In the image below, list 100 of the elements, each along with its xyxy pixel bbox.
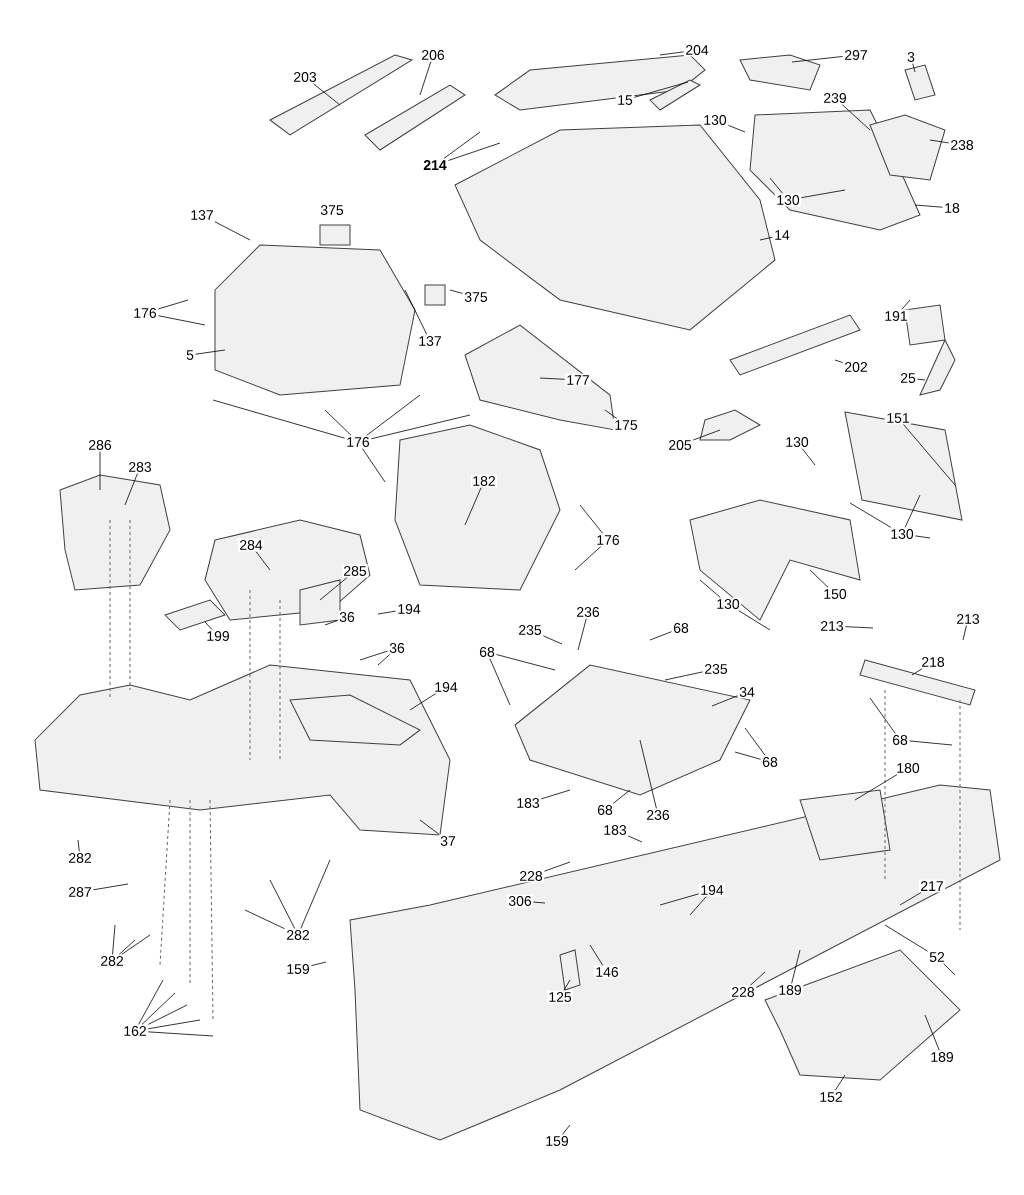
leader-line (884, 924, 928, 952)
leader-line (539, 377, 565, 380)
callout-number: 238 (948, 138, 976, 152)
callout-number: 228 (517, 869, 545, 883)
callout-number: 14 (772, 228, 792, 242)
leader-line (915, 535, 931, 539)
callout-number: 235 (702, 662, 730, 676)
leader-line (544, 861, 571, 872)
callout-number: 162 (121, 1024, 149, 1038)
leader-line (869, 697, 896, 734)
callout-number: 68 (760, 755, 780, 769)
leader-line (639, 739, 657, 809)
callout-number: 130 (714, 597, 742, 611)
callout-number: 3 (905, 50, 917, 64)
callout-number: 68 (890, 733, 910, 747)
leader-line (419, 61, 432, 96)
leader-line (728, 124, 746, 133)
callout-number: 151 (884, 411, 912, 425)
leader-line (914, 204, 943, 208)
leader-line (300, 859, 331, 929)
callout-number: 189 (776, 983, 804, 997)
callout-number: 130 (888, 527, 916, 541)
leader-line (579, 504, 604, 534)
leader-line (689, 896, 707, 916)
callout-number: 282 (98, 954, 126, 968)
callout-number: 130 (783, 435, 811, 449)
leader-line (834, 359, 843, 363)
leader-line (744, 727, 766, 756)
callout-number: 137 (416, 334, 444, 348)
leader-line (448, 142, 501, 161)
leader-line (924, 1014, 940, 1051)
leader-line (649, 631, 672, 641)
leader-line (563, 979, 571, 991)
callout-number: 150 (821, 587, 849, 601)
leader-line (533, 901, 546, 904)
leader-line (659, 51, 684, 56)
leader-line (769, 177, 783, 194)
leader-line (562, 1124, 571, 1135)
leader-line (577, 618, 587, 651)
leader-line (612, 789, 631, 804)
leader-line (118, 939, 136, 955)
leader-line (711, 695, 738, 707)
leader-line (845, 626, 874, 629)
callout-number: 191 (882, 309, 910, 323)
leader-line (148, 1019, 201, 1030)
callout-number: 183 (514, 796, 542, 810)
leader-line (362, 448, 386, 483)
leader-line (121, 934, 151, 955)
leader-line (112, 924, 116, 955)
leader-line (124, 473, 138, 506)
callout-number: 68 (595, 803, 615, 817)
callout-number: 137 (188, 208, 216, 222)
callout-number: 218 (919, 655, 947, 669)
leader-line (311, 961, 327, 967)
leader-line (158, 315, 206, 326)
leader-line (834, 1074, 846, 1091)
leader-line (371, 414, 471, 440)
leader-line (791, 56, 843, 63)
callout-number: 205 (666, 438, 694, 452)
callout-number: 282 (66, 851, 94, 865)
leader-line (899, 892, 922, 906)
leader-line (496, 654, 556, 671)
leader-line (901, 299, 911, 310)
leader-line (628, 835, 643, 843)
callout-number: 202 (842, 360, 870, 374)
callout-number: 375 (318, 203, 346, 217)
leader-line (929, 139, 949, 144)
leader-line (541, 789, 571, 800)
callout-number: 297 (842, 48, 870, 62)
leader-line (77, 839, 80, 852)
callout-number: 176 (594, 533, 622, 547)
callout-number: 213 (818, 619, 846, 633)
leader-line (854, 774, 898, 801)
callout-number: 5 (184, 348, 196, 362)
leader-line (634, 81, 689, 98)
leader-line (738, 610, 771, 631)
leader-line (141, 992, 176, 1025)
callout-number: 68 (671, 621, 691, 635)
leader-line (214, 221, 251, 241)
leader-line (409, 693, 436, 711)
callout-number: 214 (421, 158, 449, 172)
leader-line (324, 620, 338, 626)
leader-line (359, 650, 388, 661)
leader-line (791, 949, 801, 984)
callout-number: 287 (66, 885, 94, 899)
callout-number: 203 (291, 70, 319, 84)
leader-line (841, 104, 871, 131)
leader-line (659, 893, 699, 906)
leader-line (664, 671, 703, 681)
leader-line (443, 131, 481, 159)
callout-number: 183 (601, 823, 629, 837)
leader-line (147, 1004, 188, 1025)
callout-number: 130 (701, 113, 729, 127)
leader-line (699, 579, 721, 598)
leader-line (912, 63, 916, 73)
leader-line (589, 944, 604, 966)
leader-line (693, 429, 721, 441)
leader-line (269, 879, 295, 929)
callout-number: 176 (344, 435, 372, 449)
leader-line (366, 394, 421, 436)
